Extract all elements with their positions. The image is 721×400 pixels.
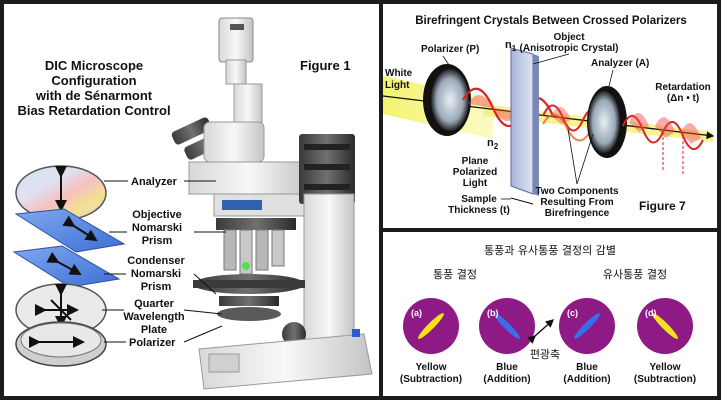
label-plane-polarized-line-2: Polarized: [453, 167, 497, 178]
disc-caption-line-2: (Addition): [563, 374, 610, 385]
figure1-title-line-3: with de Sénarmont: [35, 88, 153, 103]
crystal-disc-4: (d) Yellow(Subtraction): [634, 298, 696, 385]
label-retardation-line-1: Retardation: [655, 82, 711, 93]
label-two-components-line-3: Birefringence: [545, 208, 610, 219]
label-polarizer: Polarizer: [129, 337, 176, 349]
disc-letter: (d): [645, 308, 657, 318]
crystal-disc-3: (c) Blue(Addition): [559, 298, 615, 385]
label-objective-line-1: Objective: [132, 209, 182, 221]
differentiation-title: 통풍과 유사통풍 결정의 감별: [484, 244, 616, 257]
label-quarter-line-3: Plate: [141, 324, 167, 336]
label-two-components-line-1: Two Components: [535, 186, 619, 197]
figure7-label: Figure 7: [639, 199, 686, 213]
label-quarter-line-2: Wavelength: [123, 311, 185, 323]
disc-caption-line-1: Blue: [576, 362, 598, 373]
label-plane-polarized-line-1: Plane: [462, 156, 489, 167]
crystal-differentiation-panel: 통풍과 유사통풍 결정의 감별 통풍 결정 유사통풍 결정 (a)Yellow(…: [383, 232, 717, 396]
crystal-needle: [574, 313, 600, 339]
disc-caption-line-1: Yellow: [649, 362, 680, 373]
analyzer-disc: [587, 86, 627, 158]
disc-caption-line-2: (Addition): [483, 374, 530, 385]
figure1-title-line-1: DIC Microscope: [45, 58, 143, 73]
figure7-leader-lines: [442, 53, 614, 200]
anisotropic-crystal: [510, 47, 539, 196]
polarizer-disc: [423, 64, 471, 136]
label-sample-thickness-line-2: Thickness (t): [448, 205, 510, 216]
crystal-needle: [652, 313, 678, 339]
polarization-axis-arrow: [526, 319, 555, 344]
pseudogout-crystal-header: 유사통풍 결정: [603, 268, 667, 281]
label-two-components-line-2: Resulting From: [540, 197, 613, 208]
label-n2: n2: [487, 137, 499, 151]
disc-letter: (a): [411, 308, 422, 318]
crystal-discs: (a)Yellow(Subtraction)(b)Blue(Addition)(…: [400, 298, 696, 385]
label-plane-polarized-line-3: Light: [463, 178, 488, 189]
disc-caption-line-1: Blue: [496, 362, 518, 373]
label-quarter-line-1: Quarter: [134, 298, 174, 310]
label-sample-thickness-line-1: Sample: [461, 194, 497, 205]
microscope-illustration: [171, 17, 373, 390]
label-analyzer-a: Analyzer (A): [591, 58, 649, 69]
crystal-needle: [418, 313, 444, 339]
label-white-light-line-2: Light: [385, 80, 410, 91]
disc-letter: (b): [487, 308, 499, 318]
label-condenser-line-3: Prism: [141, 281, 172, 293]
crystal-disc-1: (a) Yellow(Subtraction): [400, 298, 462, 385]
polarization-axis-label: 편광축: [530, 348, 560, 361]
label-objective-line-2: Nomarski: [132, 222, 182, 234]
label-condenser-line-1: Condenser: [127, 255, 185, 267]
exploded-optics: [12, 165, 126, 367]
crystal-disc-2: (b) Blue(Addition): [479, 298, 535, 385]
label-object-line-1: Object: [553, 32, 585, 43]
figure1-title-line-2: Configuration: [51, 73, 136, 88]
label-white-light-line-1: White: [385, 68, 413, 79]
dic-microscope-panel: DIC Microscope Configuration with de Sén…: [4, 4, 379, 396]
gout-crystal-header: 통풍 결정: [433, 268, 477, 281]
label-object-line-2: (Anisotropic Crystal): [520, 43, 619, 54]
label-polarizer-p: Polarizer (P): [421, 44, 479, 55]
label-n1: n1: [505, 39, 517, 53]
thickness-bar: [510, 197, 534, 205]
birefringence-panel: Birefringent Crystals Between Crossed Po…: [383, 4, 717, 228]
disc-caption-line-2: (Subtraction): [634, 374, 696, 385]
label-condenser-line-2: Nomarski: [131, 268, 181, 280]
disc-caption-line-1: Yellow: [415, 362, 446, 373]
disc-caption-line-2: (Subtraction): [400, 374, 462, 385]
figure7-title: Birefringent Crystals Between Crossed Po…: [415, 15, 687, 27]
label-objective-line-3: Prism: [142, 235, 173, 247]
label-retardation-line-2: (Δn • t): [667, 93, 699, 104]
figure1-title-line-4: Bias Retardation Control: [17, 103, 170, 118]
figure1-label: Figure 1: [300, 58, 351, 73]
figure1-leader-lines: [102, 180, 226, 343]
disc-letter: (c): [567, 308, 578, 318]
crystal-needle: [494, 313, 520, 339]
label-analyzer: Analyzer: [131, 176, 178, 188]
